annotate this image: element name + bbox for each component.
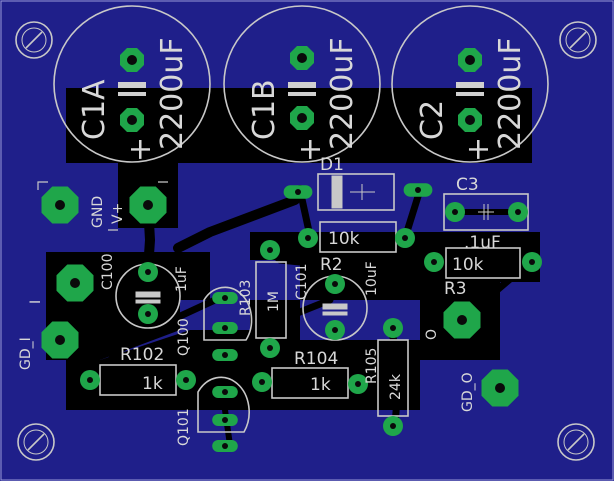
- pad-c1a-1: [120, 48, 144, 72]
- pad-gd-i: [41, 321, 79, 359]
- pad-r3-b: [522, 252, 542, 272]
- label-gnd: GND: [90, 196, 106, 228]
- label-c2-value: 2200uF: [493, 37, 528, 150]
- pad-r105-a: [383, 318, 403, 338]
- label-gd-o: GD_O: [460, 372, 476, 412]
- trace-12: [386, 324, 404, 429]
- label-c3-value: .1uF: [464, 233, 501, 253]
- pad-r103-a: [260, 240, 280, 260]
- pad-q101-2: [212, 414, 238, 426]
- mounting-hole-tr: [559, 21, 597, 59]
- label-r2-value: 10k: [328, 229, 360, 249]
- pad-c100-b: [138, 304, 158, 324]
- copper-center-region: [250, 232, 420, 300]
- pad-r102-a: [80, 370, 100, 390]
- mounting-holes: [15, 21, 597, 461]
- pad-c1b-1: [290, 46, 314, 70]
- pad-c2-2: [458, 108, 482, 132]
- pad-c101-a: [325, 274, 345, 294]
- pad-q100-1: [212, 292, 238, 304]
- pad-r105-b: [383, 416, 403, 436]
- label-c1b: C1B: [247, 79, 282, 140]
- label-r104: R104: [294, 349, 338, 369]
- c2-outline: [391, 5, 549, 163]
- d1-band: [331, 175, 343, 209]
- pad-r2-b: [395, 228, 415, 248]
- label-r105-value: 24k: [388, 373, 404, 400]
- label-gd-i: GD_I: [18, 337, 34, 370]
- label-c2: C2: [415, 100, 450, 140]
- pad-q101-1: [212, 386, 238, 398]
- label-c1a-value: 2200uF: [155, 37, 190, 150]
- pad-c1a-2: [120, 108, 144, 132]
- label-vplus: V+: [110, 203, 126, 224]
- r3-body: [445, 247, 521, 279]
- label-r2: R2: [320, 255, 343, 275]
- pad-r102-b: [176, 370, 196, 390]
- c1a-outline: [53, 5, 211, 163]
- pads: [41, 46, 542, 452]
- label-r105: R105: [364, 348, 380, 384]
- label-c1b-value: 2200uF: [325, 37, 360, 150]
- pad-gd-o: [481, 369, 519, 407]
- big-capacitor-outlines: [53, 5, 549, 163]
- label-d1: D1: [320, 155, 344, 175]
- pad-d1-a: [283, 185, 313, 199]
- pad-vplus: [129, 186, 167, 224]
- label-c1b-plus: +: [293, 137, 328, 162]
- pad-r104-a: [252, 372, 272, 392]
- r104-body: [271, 367, 349, 399]
- pad-q100-3: [212, 349, 238, 361]
- label-c1a: C1A: [77, 79, 112, 140]
- pad-c3-a: [445, 202, 465, 222]
- label-c2-plus: +: [461, 137, 496, 162]
- label-r103: R103: [238, 280, 254, 316]
- label-c101: C101: [294, 264, 310, 301]
- r103-body: [255, 261, 287, 339]
- label-c100-value: 1uF: [174, 266, 190, 292]
- copper-bottom-region: [66, 300, 420, 410]
- q100-outline: [203, 286, 253, 341]
- label-c1a-plus: +: [123, 137, 158, 162]
- mounting-hole-bl: [17, 423, 55, 461]
- c1b-outline: [223, 5, 381, 163]
- q101-outline: [197, 376, 250, 433]
- label-r102-value: 1k: [142, 374, 163, 394]
- label-i: I: [28, 300, 44, 304]
- label-r103-value: 1M: [266, 291, 282, 312]
- pad-output-o: [443, 301, 481, 339]
- pad-input-i: [56, 264, 94, 302]
- pad-r103-b: [260, 338, 280, 358]
- pad-d1-k: [403, 183, 433, 197]
- pad-r3-a: [424, 252, 444, 272]
- pad-c100-a: [138, 262, 158, 282]
- label-c3: C3: [456, 175, 479, 195]
- label-r3-value: 10k: [452, 255, 484, 275]
- mounting-hole-br: [557, 423, 595, 461]
- label-c101-value: 10uF: [364, 261, 380, 296]
- pad-r2-a: [298, 228, 318, 248]
- pad-c3-b: [508, 202, 528, 222]
- cap-polarity-marks: [118, 82, 484, 96]
- pad-q101-3: [212, 440, 238, 452]
- label-c100: C100: [100, 254, 116, 291]
- silk-labels: C1A 2200uF + C1B 2200uF + C2 2200uF + D1…: [18, 37, 528, 446]
- pad-r104-b: [348, 374, 368, 394]
- label-q100: Q100: [176, 318, 192, 356]
- d1-body: [317, 173, 395, 211]
- pad-gnd: [41, 186, 79, 224]
- label-r104-value: 1k: [310, 375, 331, 395]
- label-o: O: [424, 329, 440, 340]
- mounting-hole-tl: [15, 21, 53, 59]
- pad-c1b-2: [290, 106, 314, 130]
- label-q101: Q101: [176, 408, 192, 446]
- pad-q100-2: [212, 322, 238, 334]
- pad-c2-1: [458, 48, 482, 72]
- label-r3: R3: [444, 279, 467, 299]
- label-r102: R102: [120, 345, 164, 365]
- pad-c101-b: [325, 320, 345, 340]
